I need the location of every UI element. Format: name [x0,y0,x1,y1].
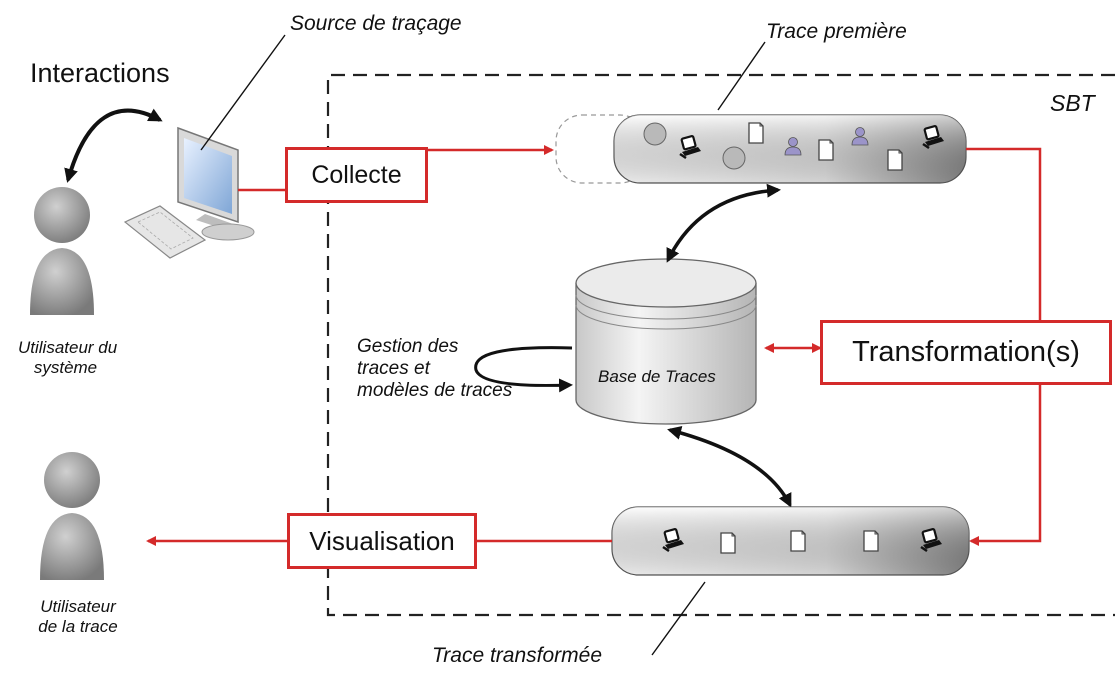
sbt-boundary [326,73,1115,617]
interactions-arrow [64,108,163,183]
arrow-db-trace-transformee [667,426,792,508]
flow-transformation-to-trace [969,385,1042,546]
circle-icon [643,122,667,146]
document-icon [790,530,806,552]
user-trace-line1: Utilisateur [40,597,116,616]
trace-transformee [611,506,970,576]
user-system-line1: Utilisateur du [18,338,118,357]
user-system-line2: système [33,357,98,377]
computer-icon [123,126,255,259]
trace-transformee-label: Trace transformée [432,644,602,667]
gestion-line1: Gestion des [357,336,459,357]
gestion-line3: modèles de traces [357,379,513,401]
user-system-label: Utilisateur du système [18,338,118,377]
flow-trace-to-transformation [966,147,1042,320]
sbt-label: SBT [1050,90,1095,116]
trace-premiere-label: Trace première [766,20,907,43]
document-icon [748,122,764,144]
source-pointer-line [200,34,286,151]
interactions-label: Interactions [30,58,170,88]
source-label: Source de traçage [290,12,462,35]
circle-icon [722,146,746,170]
user-trace-label: Utilisateur de la trace [28,597,128,636]
user-trace-line2: de la trace [38,616,118,636]
collecte-box: Collecte [285,147,428,203]
arrow-trace-db [666,183,781,263]
document-icon [818,139,834,161]
user-system-icon [30,187,94,315]
document-icon [720,532,736,554]
visualisation-box: Visualisation [287,513,477,569]
document-icon [863,530,879,552]
transformation-box: Transformation(s) [820,320,1112,385]
database-icon [575,258,757,425]
database-label: Base de Traces [598,367,716,386]
document-icon [887,149,903,171]
user-trace-icon [40,452,104,580]
trace-premiere-pointer-line [717,41,766,111]
gestion-line2: traces et [357,357,430,379]
trace-transformee-pointer-line [651,581,706,656]
gestion-loop-arrow [474,346,573,393]
gestion-label: Gestion des traces et modèles de traces [357,336,512,402]
trace-premiere [555,114,967,184]
